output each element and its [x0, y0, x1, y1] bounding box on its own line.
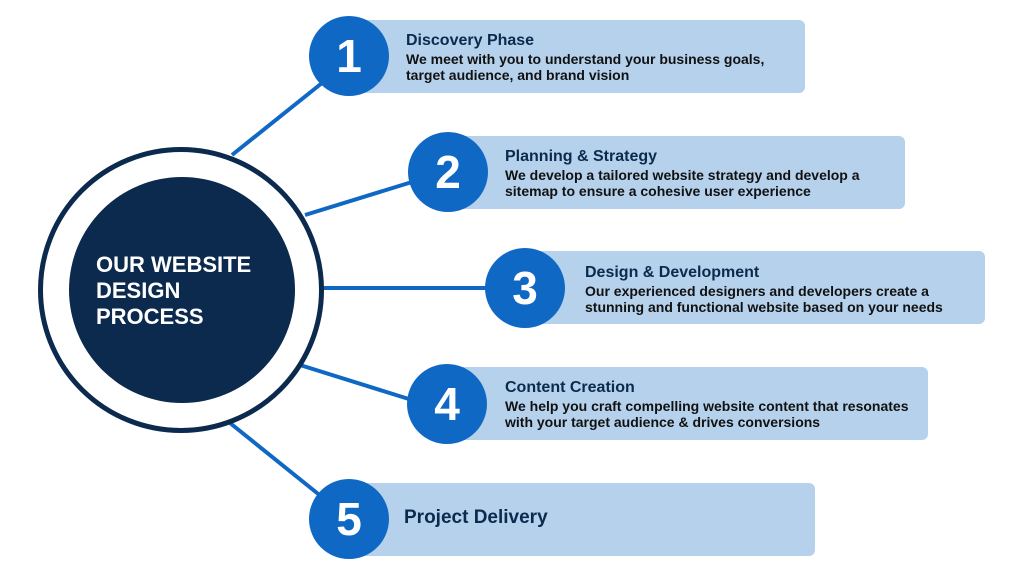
step-description: We help you craft compelling website con…	[505, 398, 909, 430]
step-title: Design & Development	[585, 264, 760, 281]
step-title: Project Delivery	[404, 507, 548, 528]
step-title: Content Creation	[505, 379, 635, 396]
step-box	[447, 367, 928, 440]
step-number-badge: 1	[309, 16, 389, 96]
hub-title: OUR WEBSITE DESIGN PROCESS	[96, 252, 252, 329]
connector-1	[230, 81, 324, 157]
step-number-badge: 2	[408, 132, 488, 212]
step-title: Planning & Strategy	[505, 148, 658, 165]
connector-2	[304, 180, 413, 217]
step-box	[525, 251, 985, 324]
step-number-badge: 4	[407, 364, 487, 444]
step-number-badge: 3	[485, 248, 565, 328]
step-title: Discovery Phase	[406, 32, 535, 49]
step-number-badge: 5	[309, 479, 389, 559]
step-description: We meet with you to understand your busi…	[406, 51, 765, 83]
hub-ring	[38, 147, 324, 433]
step-box	[349, 483, 815, 556]
step-box	[349, 20, 805, 93]
hub-circle	[69, 177, 295, 403]
connector-5	[228, 421, 324, 499]
step-description: Our experienced designers and developers…	[585, 283, 943, 315]
step-description: We develop a tailored website strategy a…	[505, 167, 860, 199]
connector-4	[299, 363, 413, 402]
step-box	[448, 136, 905, 209]
